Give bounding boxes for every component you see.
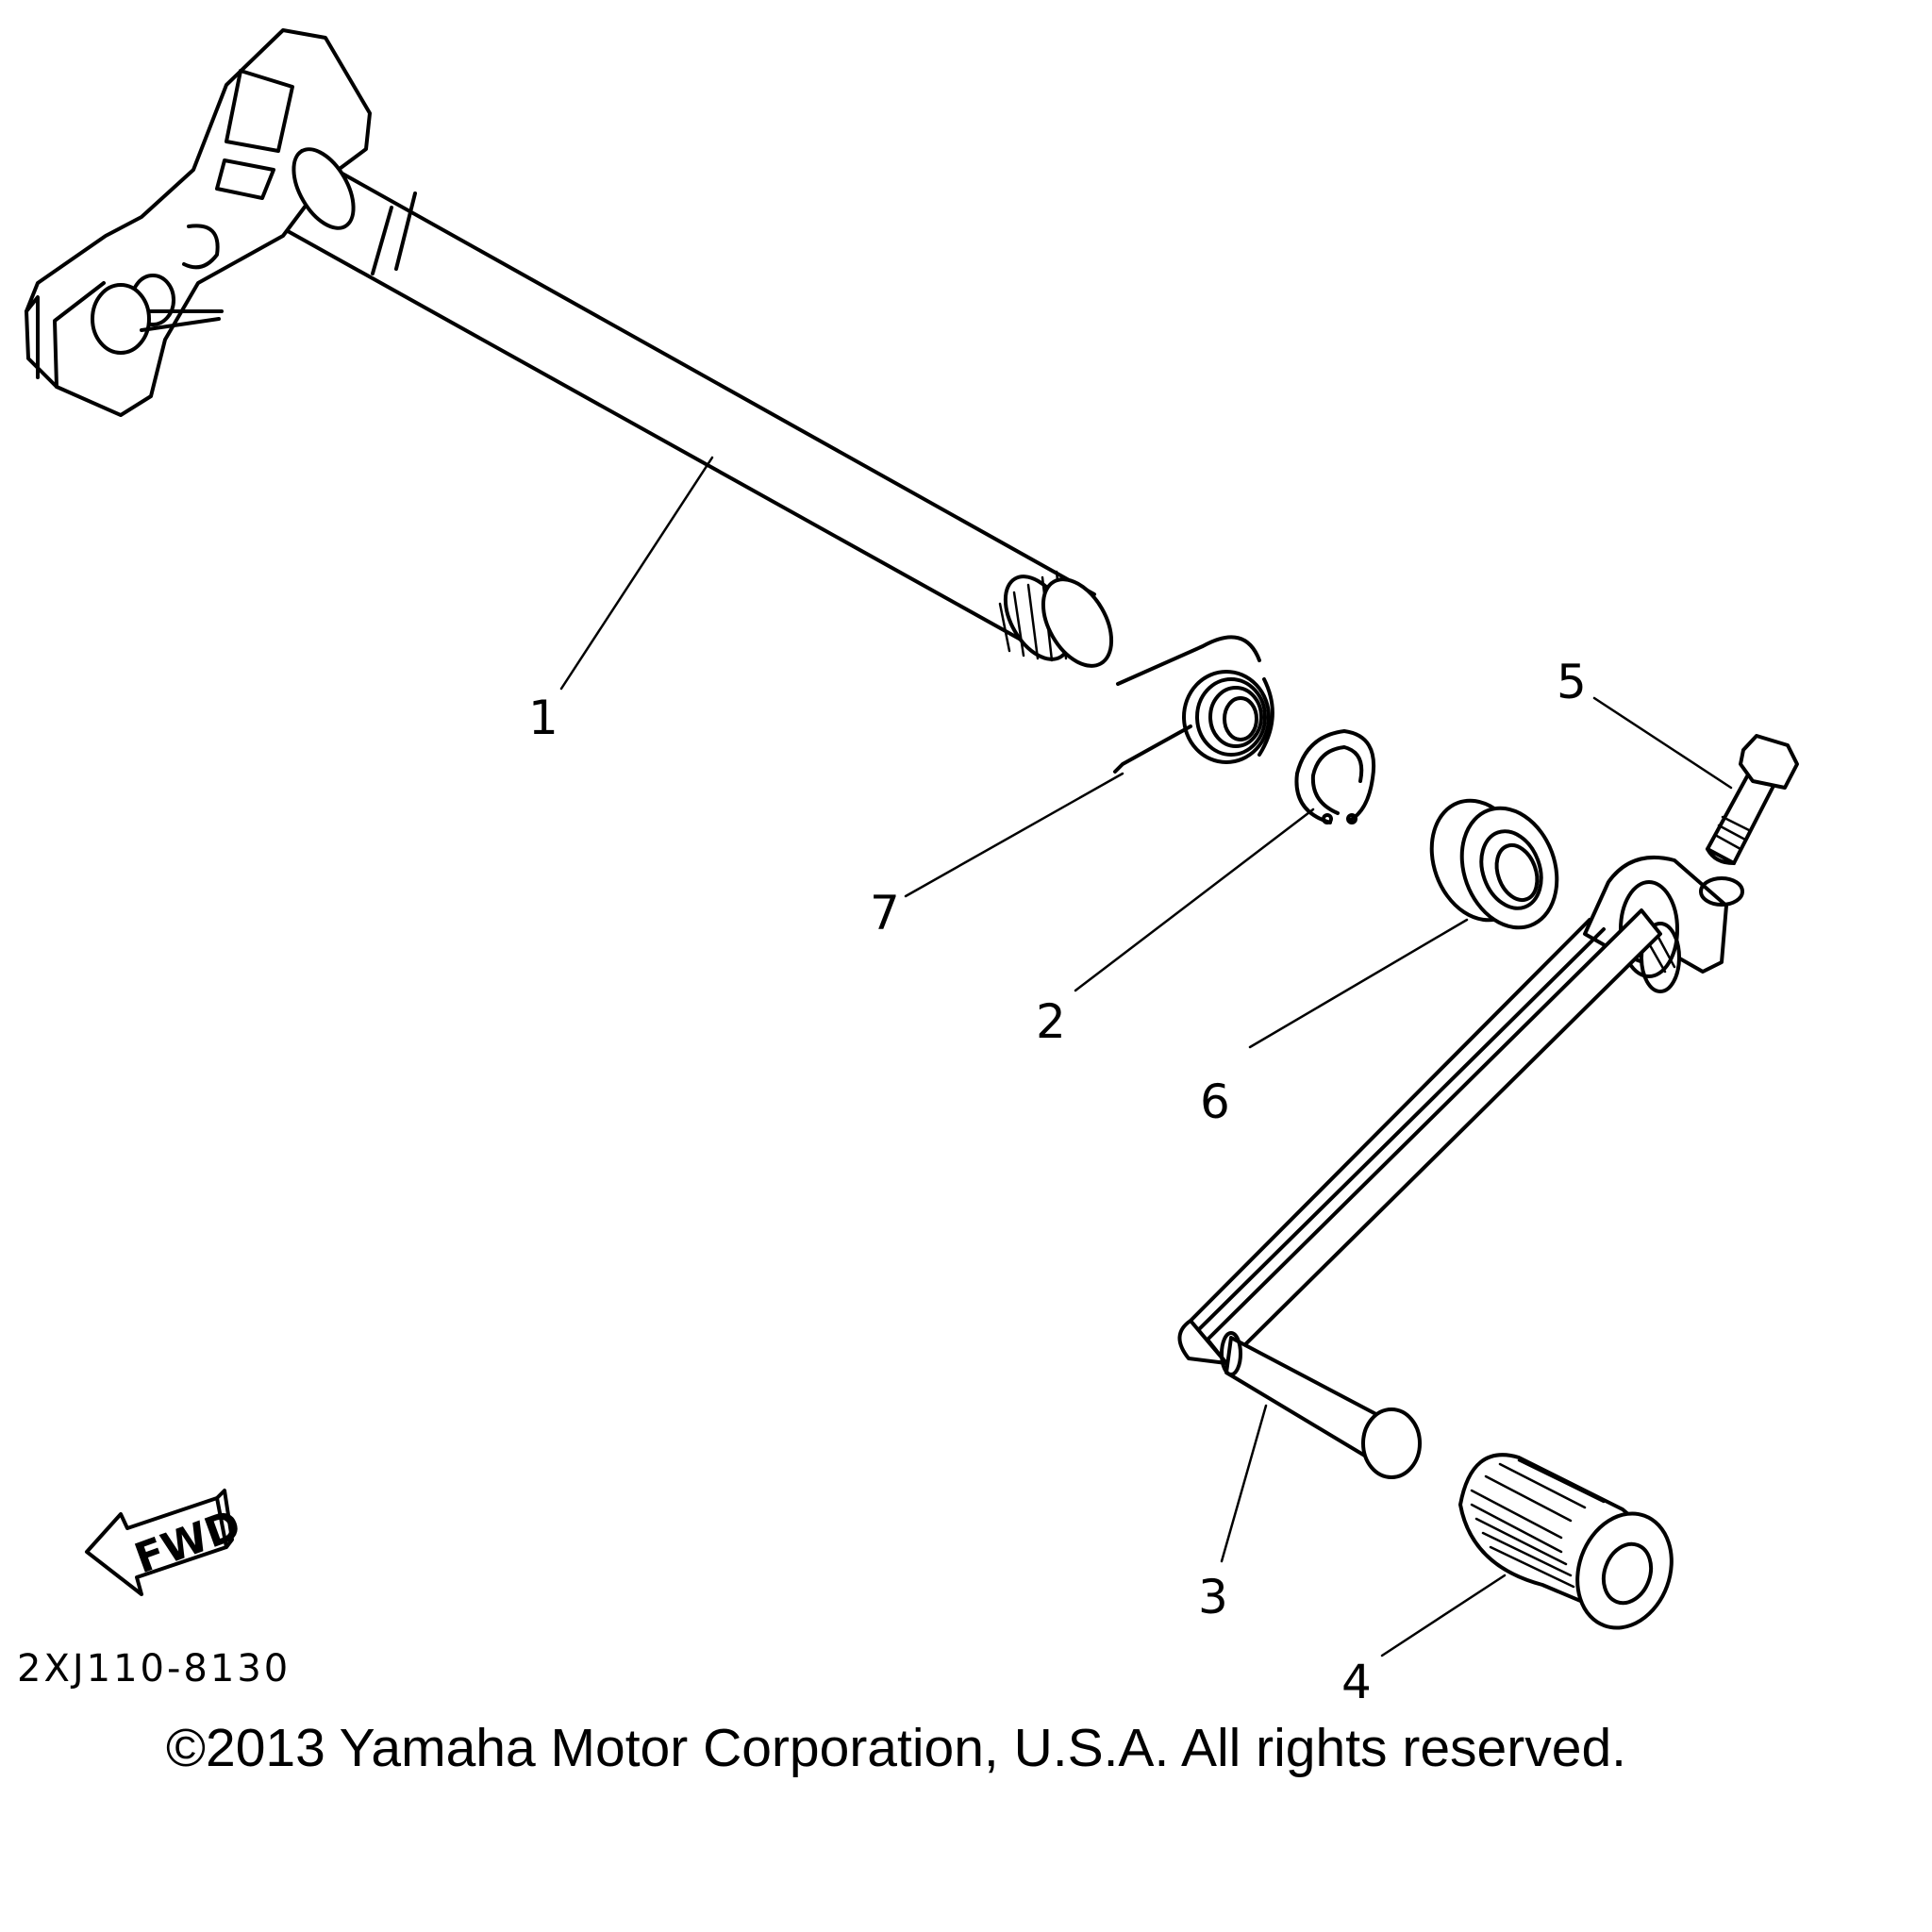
bolt [1706,734,1799,865]
fwd-arrow-icon: FWD [85,1489,247,1596]
leader-5 [1592,696,1733,790]
torsion-spring [1113,635,1274,774]
leader-4 [1380,1574,1507,1657]
callout-6: 6 [1200,1074,1230,1129]
oil-seal [1429,798,1559,930]
callout-5: 5 [1557,655,1587,709]
copyright-notice: ©2013 Yamaha Motor Corporation, U.S.A. A… [166,1718,1626,1778]
diagram-code: 2XJ110-8130 [17,1647,291,1690]
callout-4: 4 [1341,1655,1372,1709]
shift-pedal [1177,856,1744,1479]
leader-7 [904,772,1124,898]
leader-2 [1074,808,1315,992]
callout-2: 2 [1036,994,1066,1049]
shift-shaft [25,28,1114,691]
leader-6 [1248,918,1469,1049]
circlip [1294,729,1376,824]
leader-3 [1220,1404,1268,1563]
pedal-rubber [1458,1453,1674,1630]
callout-1: 1 [528,691,558,745]
callout-7: 7 [870,886,900,941]
callout-3: 3 [1198,1570,1228,1624]
